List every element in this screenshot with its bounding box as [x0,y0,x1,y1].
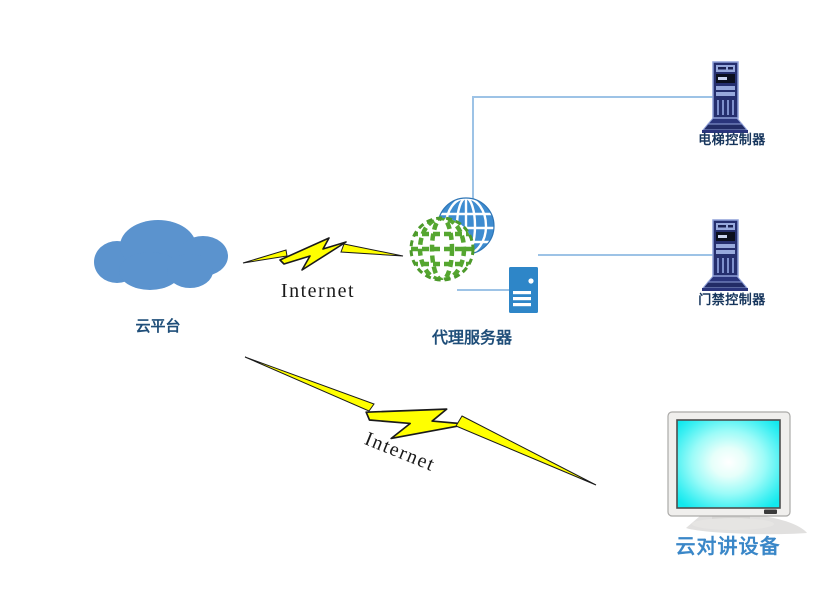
internet-label-top: Internet [280,280,356,302]
green-globe-icon [409,216,475,282]
monitor-button [764,509,777,514]
connector-proxy-to-elevator [472,96,713,199]
proxy-server-label: 代理服务器 [431,330,512,347]
cloud-platform-label: 云平台 [135,318,181,335]
server-box-icon [509,267,538,313]
lightning-bolt-bottom [244,356,597,486]
lightning-bolt-top [242,237,404,271]
cloud-intercom-device-label: 云对讲设备 [675,536,781,558]
proxy-server-icon [409,197,538,313]
elevator-controller-label: 电梯控制器 [698,132,766,147]
cloud-icon [94,220,228,290]
lightning-bolts [242,237,597,486]
connector-lines [457,96,713,291]
access-controller-label: 门禁控制器 [698,292,766,307]
monitor-icon [667,411,807,535]
